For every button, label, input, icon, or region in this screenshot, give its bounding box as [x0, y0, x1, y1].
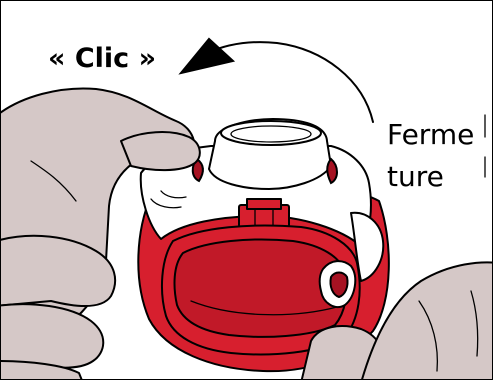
left-index-finger — [121, 132, 200, 170]
closing-label-line1: Ferme — [387, 121, 474, 149]
curved-arrow-icon — [181, 39, 373, 122]
click-label: « Clic » — [48, 45, 156, 72]
closing-label-line2: ture — [387, 163, 444, 191]
